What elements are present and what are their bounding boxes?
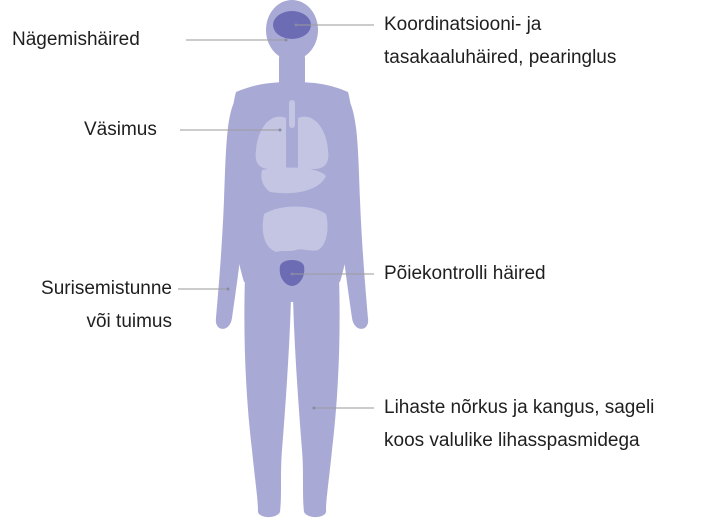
label-muscle: Lihaste nõrkus ja kangus, sageli koos va…: [384, 396, 654, 453]
label-coordination: Koordinatsiooni- ja tasakaaluhäired, pea…: [384, 13, 616, 70]
label-coordination-line1: Koordinatsiooni- ja: [384, 13, 616, 37]
label-numbness: Surisemistunne või tuimus: [41, 277, 172, 334]
label-vision: Nägemishäired: [12, 28, 140, 52]
human-body-silhouette: [216, 0, 368, 517]
label-numbness-line2: või tuimus: [41, 310, 172, 334]
label-muscle-line2: koos valulike lihasspasmidega: [384, 429, 654, 453]
label-fatigue: Väsimus: [84, 118, 157, 142]
label-bladder: Põiekontrolli häired: [384, 262, 546, 286]
label-numbness-line1: Surisemistunne: [41, 277, 172, 301]
label-muscle-line1: Lihaste nõrkus ja kangus, sageli: [384, 396, 654, 420]
label-coordination-line2: tasakaaluhäired, pearinglus: [384, 46, 616, 70]
internal-organs: [256, 100, 329, 252]
